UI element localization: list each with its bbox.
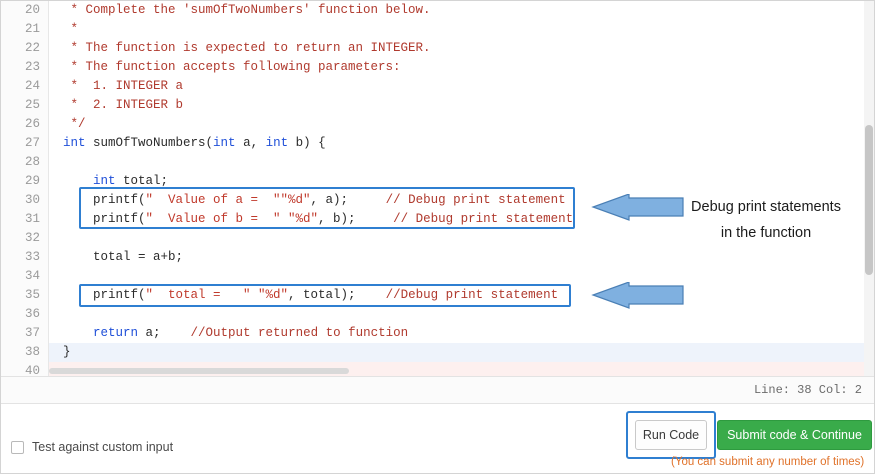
cursor-position-status: Line: 38 Col: 2 [753, 383, 862, 397]
code-token: * The function is expected to return an … [63, 41, 431, 55]
line-number: 31 [24, 212, 40, 226]
line-number: 32 [24, 231, 40, 245]
line-number: 21 [24, 22, 40, 36]
code-token: sumOfTwoNumbers( [85, 136, 214, 150]
line-number: 20 [24, 3, 40, 17]
line-number: 26 [24, 117, 40, 131]
code-token: printf( [63, 212, 146, 226]
checkbox-icon[interactable] [11, 440, 24, 454]
custom-input-label: Test against custom input [32, 440, 174, 454]
code-token: a; [138, 326, 191, 340]
horizontal-scrollbar[interactable] [49, 368, 864, 376]
code-token: total = a+b; [63, 250, 184, 264]
code-token: * Complete the 'sumOfTwoNumbers' functio… [63, 3, 431, 17]
code-token: return [93, 326, 139, 340]
code-token: int [93, 174, 116, 188]
line-number: 40 [24, 364, 40, 376]
horizontal-scrollbar-thumb[interactable] [49, 368, 349, 374]
code-line: printf(" Value of b = " "%d", b); // Deb… [63, 210, 573, 229]
code-editor[interactable]: 20 21 22 23 24 25 26 27 28 29 30 31 32 3… [1, 1, 874, 376]
annotation-label: Debug print statements in the function [691, 199, 841, 241]
code-token: b) { [288, 136, 326, 150]
code-line: total = a+b; [63, 248, 183, 267]
code-token: * 2. INTEGER b [63, 98, 184, 112]
code-token: " Value of a = ""%d" [145, 193, 311, 207]
submit-code-button[interactable]: Submit code & Continue [717, 420, 872, 450]
code-line: * [63, 20, 79, 39]
code-token: " total = " "%d" [145, 288, 289, 302]
code-token: } [63, 345, 71, 359]
vertical-scrollbar[interactable] [864, 1, 874, 376]
code-token: total; [115, 174, 169, 188]
submit-note: (You can submit any number of times) [671, 456, 865, 468]
code-line: * Complete the 'sumOfTwoNumbers' functio… [63, 1, 431, 20]
line-number: 37 [24, 326, 40, 340]
code-token [63, 174, 93, 188]
code-line: */ [63, 115, 86, 134]
code-line: printf(" total = " "%d", total); //Debug… [63, 286, 558, 305]
code-token: int [63, 136, 86, 150]
vertical-scrollbar-thumb[interactable] [865, 125, 873, 275]
line-number-gutter: 20 21 22 23 24 25 26 27 28 29 30 31 32 3… [1, 1, 49, 376]
code-line: * The function accepts following paramet… [63, 58, 401, 77]
line-number: 24 [24, 79, 40, 93]
run-code-button[interactable]: Run Code [635, 420, 707, 450]
code-token: //Output returned to function [190, 326, 409, 340]
code-token: printf( [63, 288, 146, 302]
code-line: * 1. INTEGER a [63, 77, 184, 96]
line-number: 29 [24, 174, 40, 188]
cursor-line-highlight [49, 343, 874, 362]
line-number: 33 [24, 250, 40, 264]
code-token: int [213, 136, 236, 150]
code-line: } [63, 343, 71, 362]
code-token: a, [235, 136, 266, 150]
line-number: 34 [24, 269, 40, 283]
custom-input-toggle[interactable]: Test against custom input [11, 440, 173, 454]
code-token: " Value of b = " "%d" [145, 212, 319, 226]
line-number: 25 [24, 98, 40, 112]
code-token: int [265, 136, 289, 150]
code-token: * 1. INTEGER a [63, 79, 184, 93]
code-token: , b); [318, 212, 394, 226]
line-number: 23 [24, 60, 40, 74]
code-token: , a); [310, 193, 386, 207]
code-line: return a; //Output returned to function [63, 324, 408, 343]
code-token: //Debug print statement [385, 288, 559, 302]
code-token: * The function accepts following paramet… [63, 60, 401, 74]
code-token [63, 326, 93, 340]
code-token: */ [63, 117, 86, 131]
line-number: 36 [24, 307, 40, 321]
code-text-area[interactable]: * Complete the 'sumOfTwoNumbers' functio… [49, 1, 874, 376]
code-line: * The function is expected to return an … [63, 39, 431, 58]
line-number: 38 [24, 345, 40, 359]
code-line: int sumOfTwoNumbers(int a, int b) { [63, 134, 326, 153]
line-number: 35 [24, 288, 40, 302]
line-number: 22 [24, 41, 40, 55]
code-line: int total; [63, 172, 168, 191]
editor-status-bar: Line: 38 Col: 2 [1, 376, 874, 404]
line-number: 30 [24, 193, 40, 207]
line-number: 28 [24, 155, 40, 169]
code-token: printf( [63, 193, 146, 207]
code-token: * [63, 22, 79, 36]
code-token: // Debug print statement [393, 212, 574, 226]
code-line: * 2. INTEGER b [63, 96, 184, 115]
code-line: printf(" Value of a = ""%d", a); // Debu… [63, 191, 566, 210]
code-token: // Debug print statement [385, 193, 566, 207]
code-token: , total); [288, 288, 386, 302]
line-number: 27 [24, 136, 40, 150]
